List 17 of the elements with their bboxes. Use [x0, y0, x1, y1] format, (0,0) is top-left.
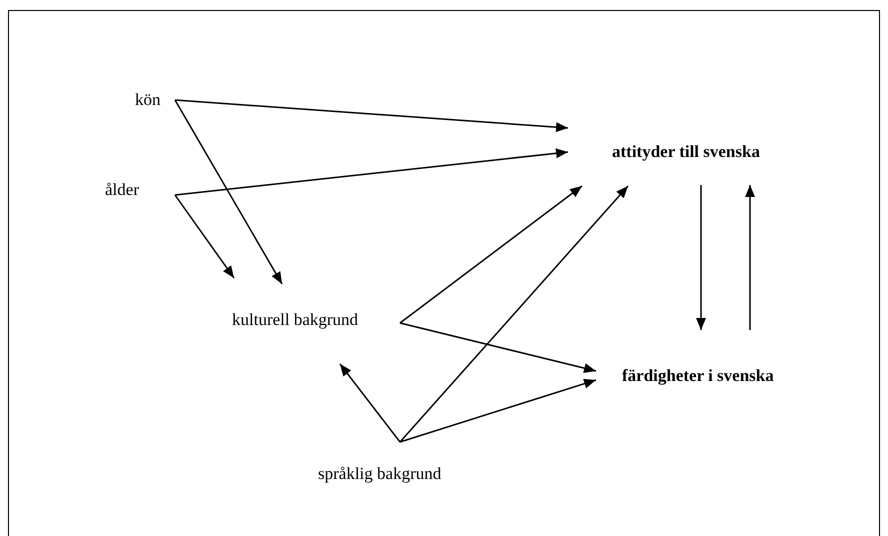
- node-label: språklig bakgrund: [318, 462, 442, 486]
- node-label: kulturell bakgrund: [232, 308, 358, 332]
- node-label: kön: [135, 88, 160, 112]
- arrow: [745, 185, 755, 330]
- arrow: [174, 99, 568, 132]
- arrow: [174, 100, 283, 284]
- arrow: [399, 186, 629, 442]
- arrow: [174, 148, 568, 196]
- arrow: [400, 322, 596, 373]
- arrow: [696, 185, 706, 330]
- node-label: ålder: [105, 178, 139, 202]
- arrow: [400, 378, 596, 443]
- arrow: [400, 185, 582, 324]
- arrow: [339, 364, 401, 442]
- node-label: färdigheter i svenska: [622, 364, 774, 388]
- node-label: attityder till svenska: [612, 140, 760, 164]
- arrow: [174, 194, 235, 278]
